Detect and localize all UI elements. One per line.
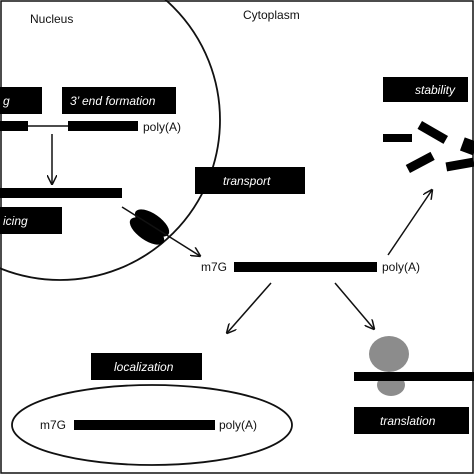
translation-label: translation xyxy=(380,414,436,428)
ribosome-large-subunit xyxy=(369,336,409,372)
cap-center-label: m7G xyxy=(201,260,227,274)
localization-arrow xyxy=(227,282,272,333)
stability-arrow xyxy=(387,190,432,256)
mrna-fragment-4 xyxy=(445,157,474,172)
nuclear-pore-lower xyxy=(129,217,165,245)
splicing-box-bottom xyxy=(0,207,62,234)
localized-mrna xyxy=(74,420,215,430)
end-formation-box xyxy=(62,87,176,114)
splicing-box-top xyxy=(0,87,42,114)
mrna-fragment-2 xyxy=(417,121,448,144)
end-formation-label: 3’ end formation xyxy=(70,94,156,108)
polya-nucleus-label: poly(A) xyxy=(143,120,181,134)
localization-label: localization xyxy=(114,360,174,374)
pre-mrna-exon-1 xyxy=(0,121,28,131)
cap-localized-label: m7G xyxy=(40,418,66,432)
stability-box xyxy=(383,77,468,102)
splicing-label-top: g xyxy=(3,94,10,108)
polya-center-label: poly(A) xyxy=(382,260,420,274)
mrna-fragment-3 xyxy=(405,151,435,173)
transport-box xyxy=(195,167,305,194)
nucleus-membrane xyxy=(0,0,221,281)
spliced-mrna xyxy=(0,188,122,198)
mrna-fragment-1 xyxy=(383,134,412,142)
translating-mrna xyxy=(354,372,474,381)
polya-localized-label: poly(A) xyxy=(219,418,257,432)
mrna-fragment-5 xyxy=(459,137,474,156)
cytoplasm-label: Cytoplasm xyxy=(243,8,300,22)
splicing-label-bottom: icing xyxy=(3,214,28,228)
cytoplasmic-mrna xyxy=(234,262,377,272)
nucleus-label: Nucleus xyxy=(30,12,73,26)
localization-box xyxy=(91,353,202,380)
export-arrow xyxy=(121,206,200,256)
translation-arrow xyxy=(334,282,374,329)
localization-compartment xyxy=(11,384,293,466)
pre-mrna-exon-2 xyxy=(68,121,138,131)
nuclear-pore-upper xyxy=(134,209,170,237)
stability-label: stability xyxy=(415,83,456,97)
translation-box xyxy=(354,407,469,434)
transport-label: transport xyxy=(223,174,271,188)
